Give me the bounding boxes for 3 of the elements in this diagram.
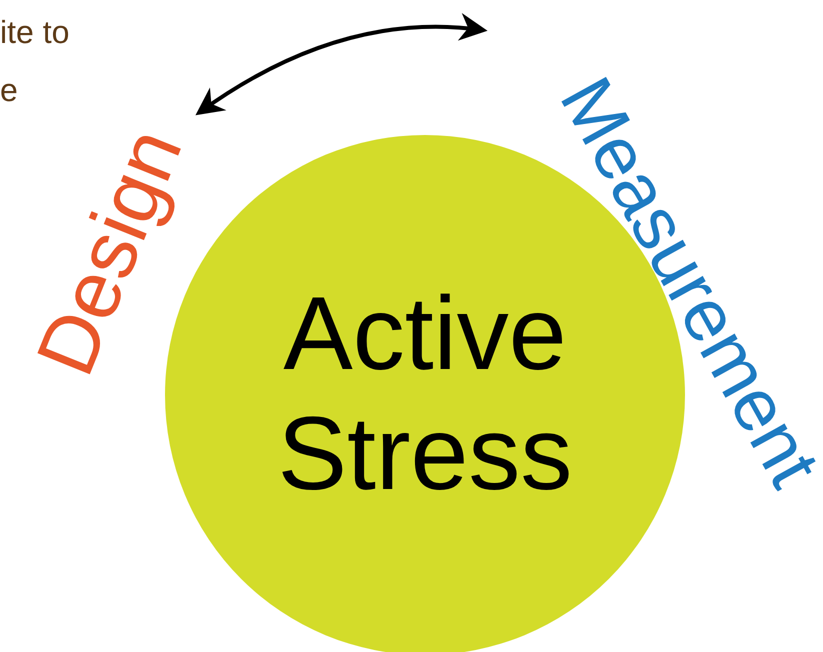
cut-off-text: ite to xyxy=(0,16,70,48)
cut-off-text: e xyxy=(0,74,18,106)
double-arrow xyxy=(195,14,488,116)
